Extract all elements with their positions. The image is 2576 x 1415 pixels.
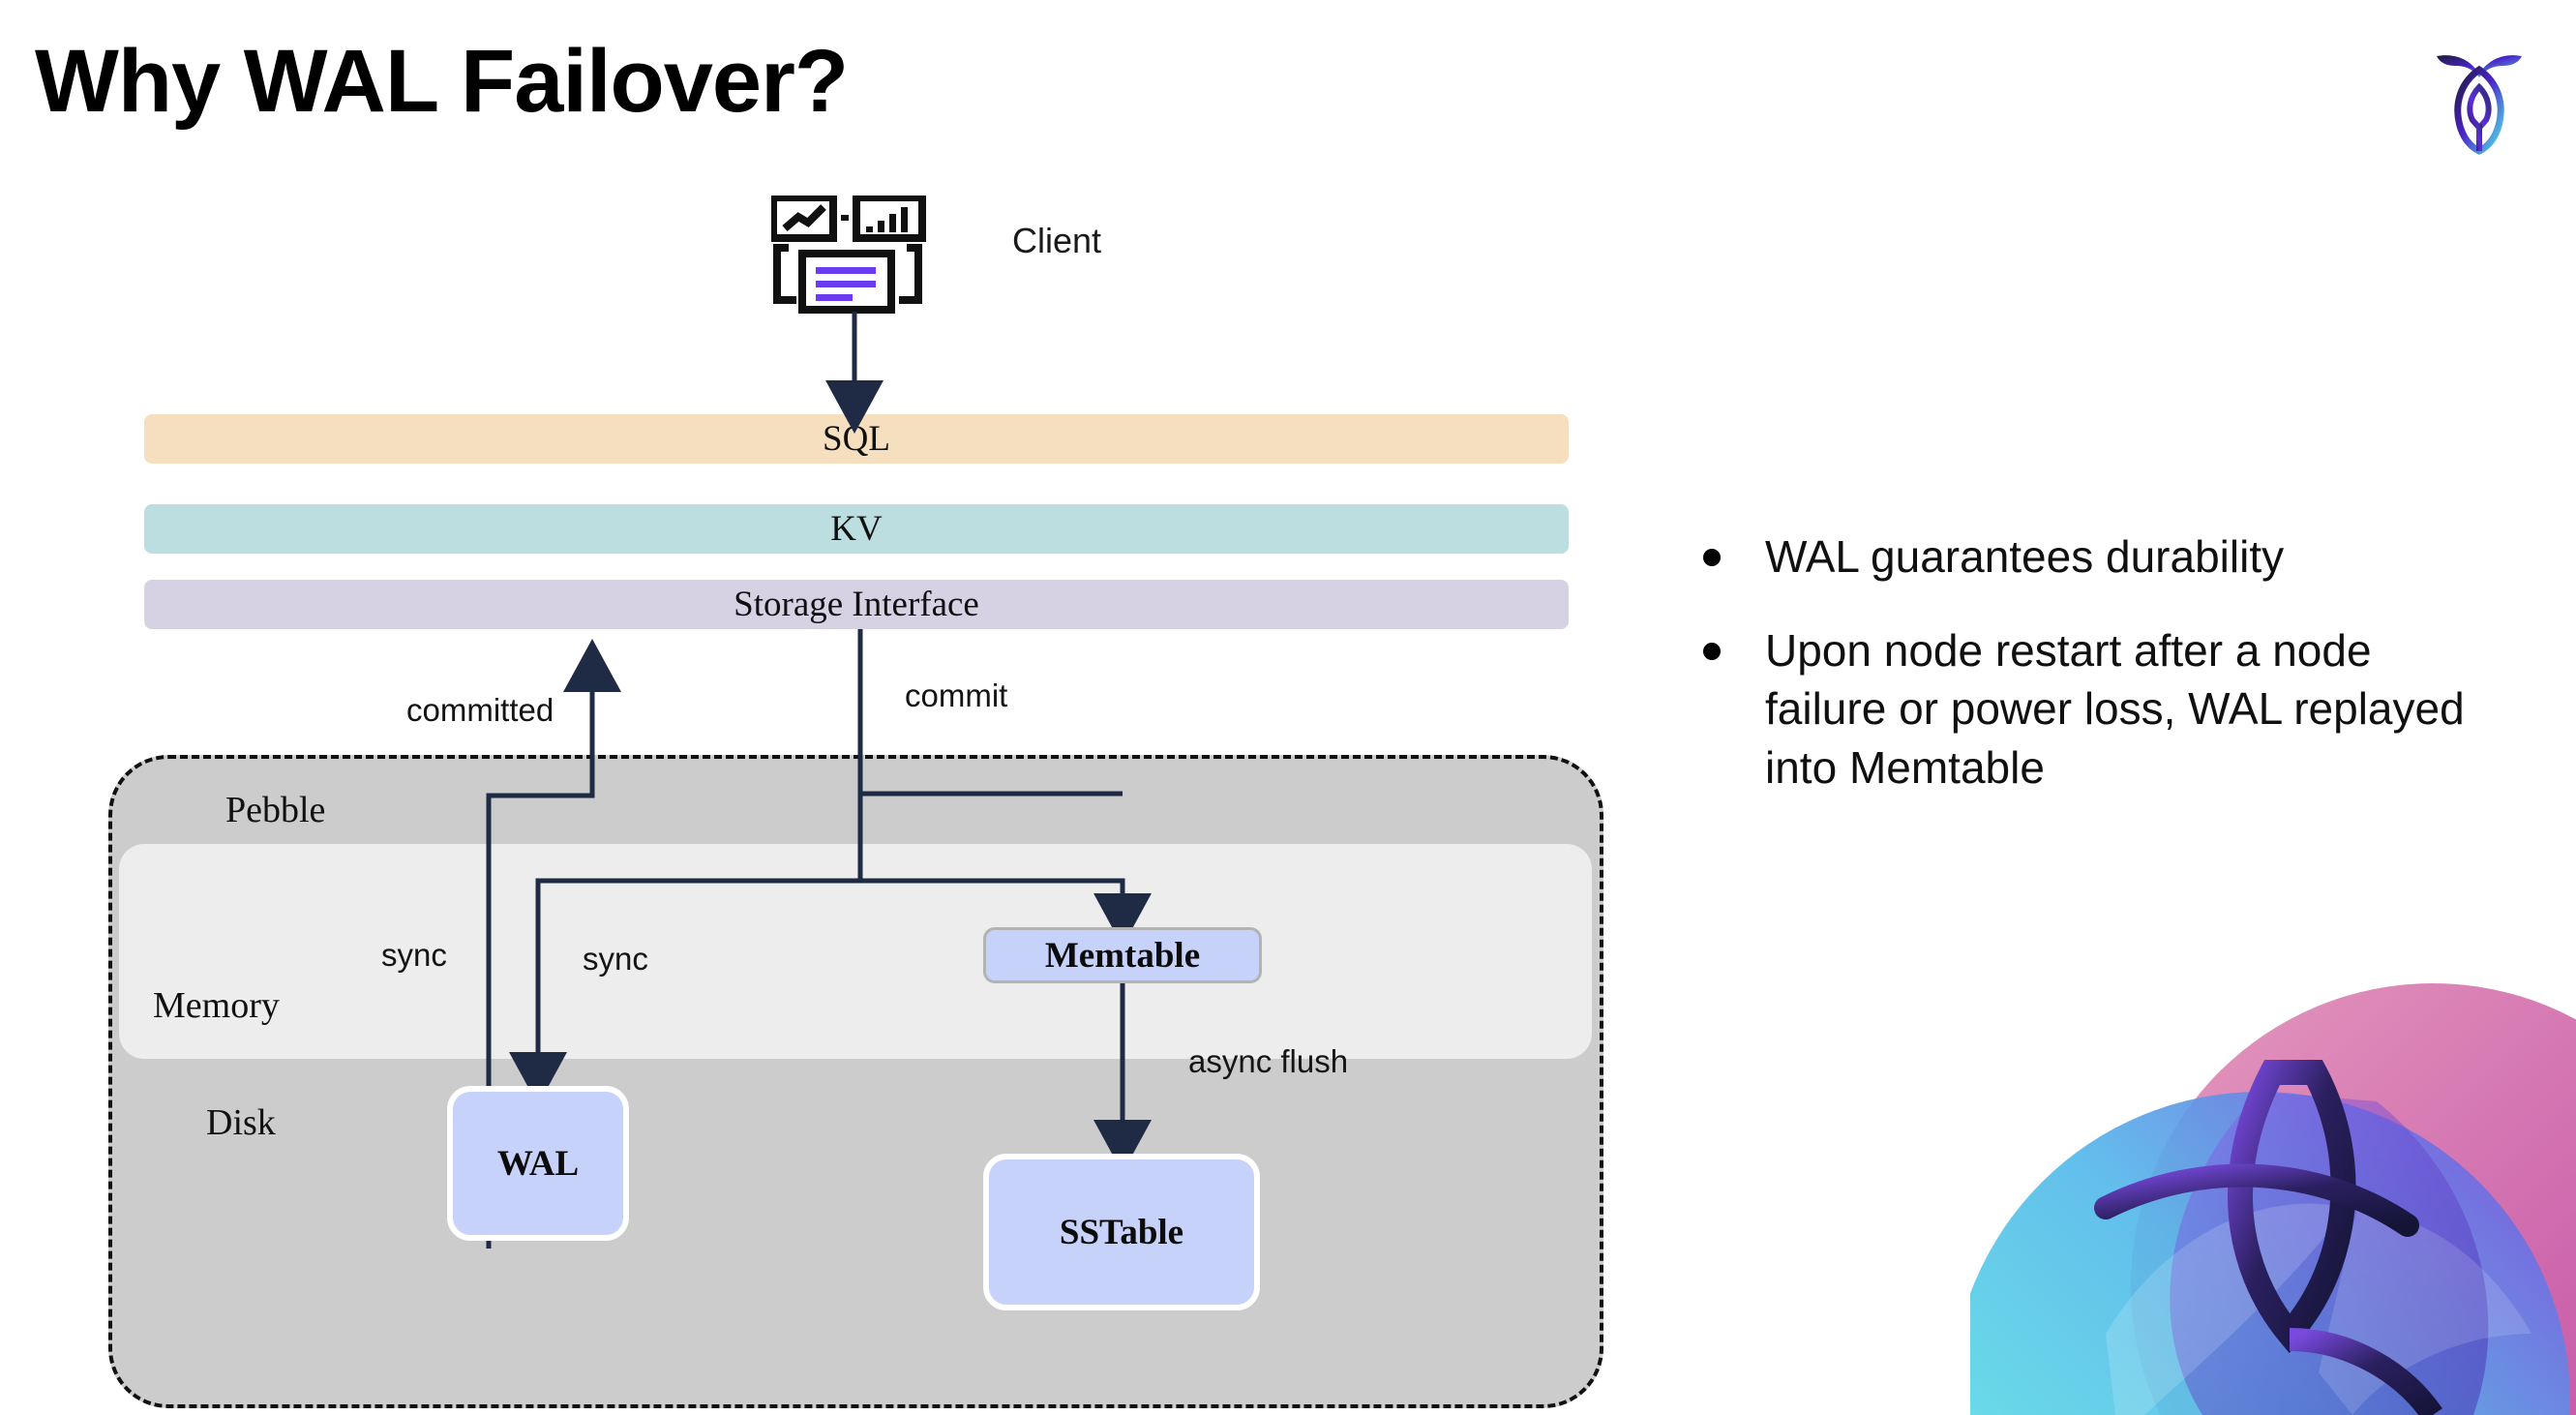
edge-label-sync-left: sync bbox=[381, 937, 447, 973]
layer-bar-sql-label: SQL bbox=[823, 419, 890, 459]
cockroachdb-logo bbox=[2417, 31, 2541, 155]
node-memtable-label: Memtable bbox=[1044, 935, 1201, 976]
node-wal: WAL bbox=[447, 1086, 629, 1241]
node-sstable: SSTable bbox=[983, 1154, 1260, 1310]
node-memtable: Memtable bbox=[983, 927, 1262, 983]
bullet-text: WAL guarantees durability bbox=[1765, 531, 2285, 582]
memory-label: Memory bbox=[153, 985, 280, 1026]
bullet-dot-icon bbox=[1703, 549, 1721, 566]
edge-label-commit: commit bbox=[905, 677, 1008, 713]
list-item: WAL guarantees durability bbox=[1703, 527, 2497, 587]
bullet-dot-icon bbox=[1703, 642, 1721, 660]
list-item: Upon node restart after a node failure o… bbox=[1703, 621, 2497, 798]
node-wal-label: WAL bbox=[496, 1143, 580, 1184]
layer-bar-kv-label: KV bbox=[830, 509, 883, 549]
client-label: Client bbox=[1012, 221, 1102, 260]
pebble-label: Pebble bbox=[225, 790, 326, 830]
client-dashboard-icon bbox=[769, 194, 926, 314]
layer-bar-sql: SQL bbox=[144, 414, 1569, 464]
bullet-text: Upon node restart after a node failure o… bbox=[1765, 624, 2465, 794]
edge-label-sync-right: sync bbox=[583, 941, 648, 977]
notes-bullet-list: WAL guarantees durability Upon node rest… bbox=[1703, 527, 2497, 832]
layer-bar-storage-interface-label: Storage Interface bbox=[734, 585, 979, 624]
node-sstable-label: SSTable bbox=[1059, 1212, 1184, 1252]
memory-region bbox=[119, 844, 1592, 1059]
layer-bar-storage-interface: Storage Interface bbox=[144, 580, 1569, 629]
edge-label-async-flush: async flush bbox=[1188, 1043, 1349, 1079]
layer-bar-kv: KV bbox=[144, 504, 1569, 554]
edge-label-committed: committed bbox=[406, 692, 554, 728]
decorative-brand-graphic bbox=[1970, 918, 2576, 1415]
disk-label: Disk bbox=[206, 1102, 276, 1143]
page-title: Why WAL Failover? bbox=[35, 32, 849, 131]
